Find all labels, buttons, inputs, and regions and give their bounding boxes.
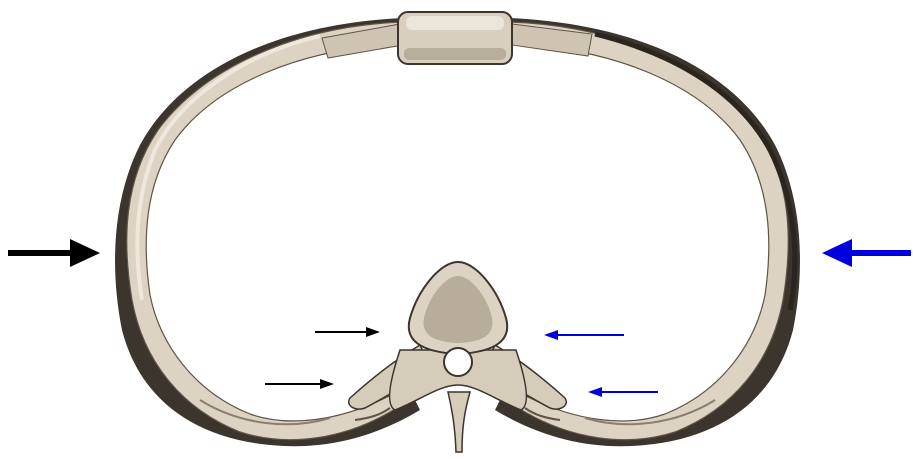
vertebral-foramen xyxy=(444,348,472,376)
sternum xyxy=(398,12,512,64)
sternum-highlight xyxy=(406,16,504,30)
sternum-shadow xyxy=(404,48,506,60)
